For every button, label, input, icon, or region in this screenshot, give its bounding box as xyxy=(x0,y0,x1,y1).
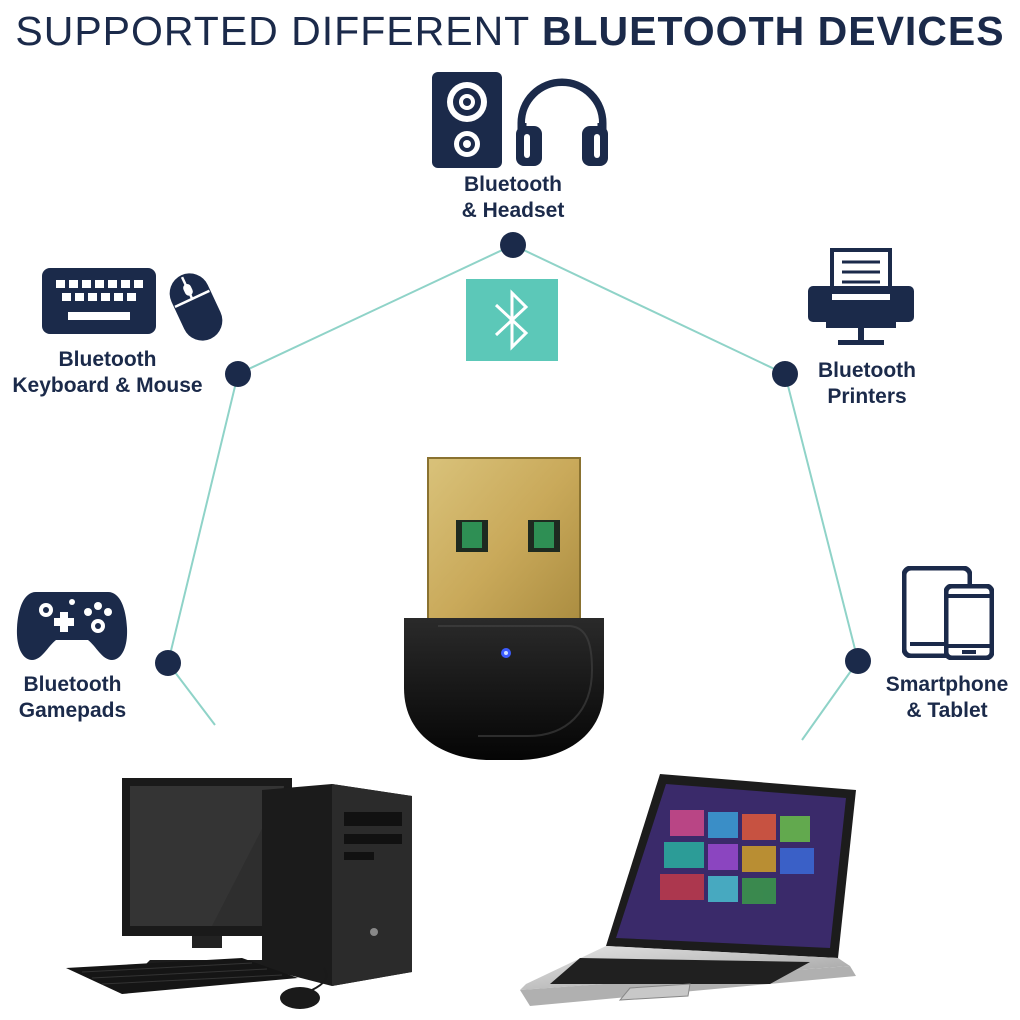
node-phone xyxy=(845,648,871,674)
printer-icon xyxy=(808,248,914,345)
page-title: SUPPORTED DIFFERENT BLUETOOTH DEVICES xyxy=(0,8,1020,55)
title-bold: BLUETOOTH DEVICES xyxy=(541,8,1005,54)
label-headset-line1: Bluetooth xyxy=(464,173,562,196)
label-gamepads: Bluetooth Gamepads xyxy=(0,672,145,724)
label-gamepads-line2: Gamepads xyxy=(18,699,127,722)
desktop-pc-image xyxy=(66,778,412,1009)
node-printers xyxy=(772,361,798,387)
title-light: SUPPORTED DIFFERENT xyxy=(15,8,542,54)
label-printers: Bluetooth Printers xyxy=(767,358,967,410)
speaker-icon xyxy=(432,72,502,168)
label-keyboard-line2: Keyboard & Mouse xyxy=(12,374,203,397)
node-keyboard xyxy=(225,361,251,387)
label-phone: Smartphone & Tablet xyxy=(872,672,1020,724)
label-gamepads-line1: Bluetooth xyxy=(23,673,122,696)
laptop-image xyxy=(520,774,856,1006)
label-keyboard-line1: Bluetooth xyxy=(58,348,157,371)
label-headset: Bluetooth & Headset xyxy=(413,172,613,224)
gamepad-icon xyxy=(16,592,128,660)
node-headset xyxy=(500,232,526,258)
usb-dongle-image xyxy=(404,457,604,760)
node-gamepads xyxy=(155,650,181,676)
label-phone-line2: & Tablet xyxy=(906,699,988,722)
keyboard-icon xyxy=(42,268,156,334)
bluetooth-icon xyxy=(466,279,558,361)
label-keyboard: Bluetooth Keyboard & Mouse xyxy=(0,347,215,399)
mouse-icon xyxy=(169,273,223,341)
label-printers-line2: Printers xyxy=(827,385,907,408)
headphones-icon xyxy=(516,78,608,166)
label-phone-line1: Smartphone xyxy=(885,673,1009,696)
label-printers-line1: Bluetooth xyxy=(818,359,916,382)
smartphone-icon xyxy=(944,584,994,660)
label-headset-line2: & Headset xyxy=(461,199,565,222)
